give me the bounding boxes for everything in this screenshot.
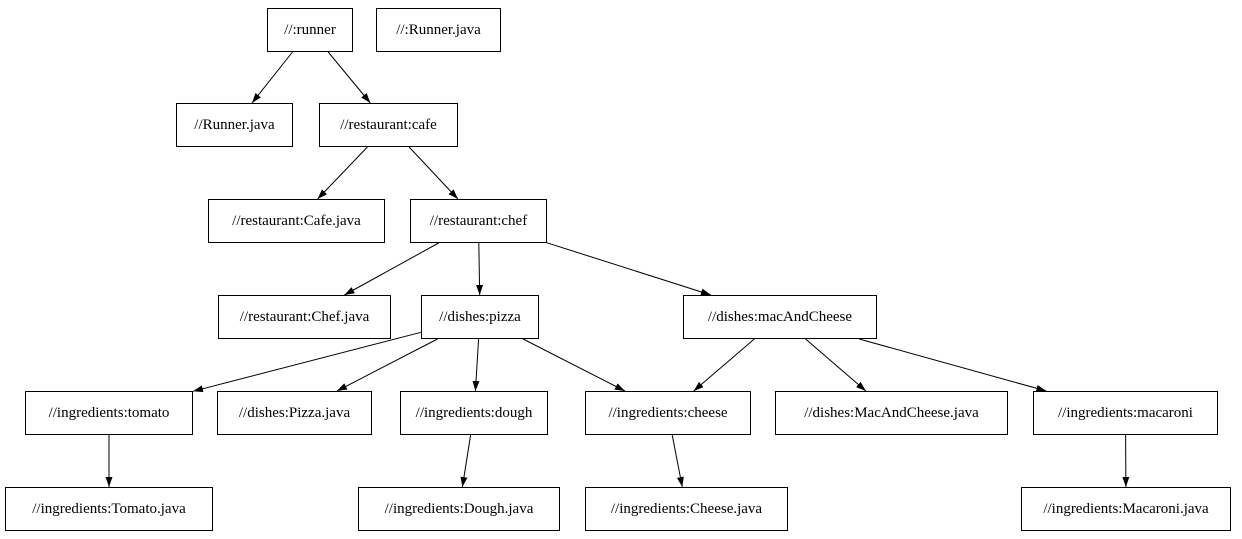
graph-node-cafe-java: //restaurant:Cafe.java [208, 199, 385, 243]
graph-node-runner-java: //Runner.java [176, 103, 293, 147]
edge-cafe-to-cafe-java [317, 146, 368, 200]
graph-node-chef-java: //restaurant:Chef.java [218, 295, 391, 339]
graph-node-dough: //ingredients:dough [400, 391, 548, 435]
edge-pizza-to-cheese [522, 338, 626, 392]
graph-node-mac-and-cheese: //dishes:macAndCheese [683, 295, 877, 339]
edge-pizza-to-tomato [192, 331, 422, 393]
edge-pizza-to-dough [472, 338, 480, 392]
edge-runner-to-cafe [327, 51, 371, 104]
graph-node-cafe: //restaurant:cafe [319, 103, 458, 147]
graph-node-pizza: //dishes:pizza [421, 295, 539, 339]
edge-mac-and-cheese-to-mac-and-cheese-java [805, 338, 867, 392]
edge-dough-to-dough-java [460, 434, 472, 488]
edge-chef-to-chef-java [344, 242, 439, 296]
graph-node-runner-java-root: //:Runner.java [376, 8, 501, 52]
graph-node-tomato: //ingredients:tomato [25, 391, 193, 435]
graph-node-pizza-java: //dishes:Pizza.java [217, 391, 372, 435]
edge-cheese-to-cheese-java [671, 434, 684, 488]
graph-node-macaroni: //ingredients:macaroni [1033, 391, 1218, 435]
graph-node-cheese: //ingredients:cheese [585, 391, 751, 435]
edge-runner-to-runner-java [251, 51, 293, 104]
graph-node-cheese-java: //ingredients:Cheese.java [585, 487, 788, 531]
edge-mac-and-cheese-to-macaroni [859, 338, 1047, 392]
edge-pizza-to-pizza-java [336, 338, 438, 392]
graph-node-dough-java: //ingredients:Dough.java [358, 487, 560, 531]
edge-chef-to-pizza [476, 242, 484, 296]
graph-node-mac-and-cheese-java: //dishes:MacAndCheese.java [775, 391, 1008, 435]
edge-cafe-to-chef [408, 146, 459, 200]
graph-node-macaroni-java: //ingredients:Macaroni.java [1021, 487, 1231, 531]
graph-node-tomato-java: //ingredients:Tomato.java [5, 487, 213, 531]
edge-mac-and-cheese-to-cheese [693, 338, 755, 392]
graph-node-chef: //restaurant:chef [410, 199, 547, 243]
edge-chef-to-mac-and-cheese [546, 242, 712, 296]
graph-node-runner: //:runner [267, 8, 353, 52]
